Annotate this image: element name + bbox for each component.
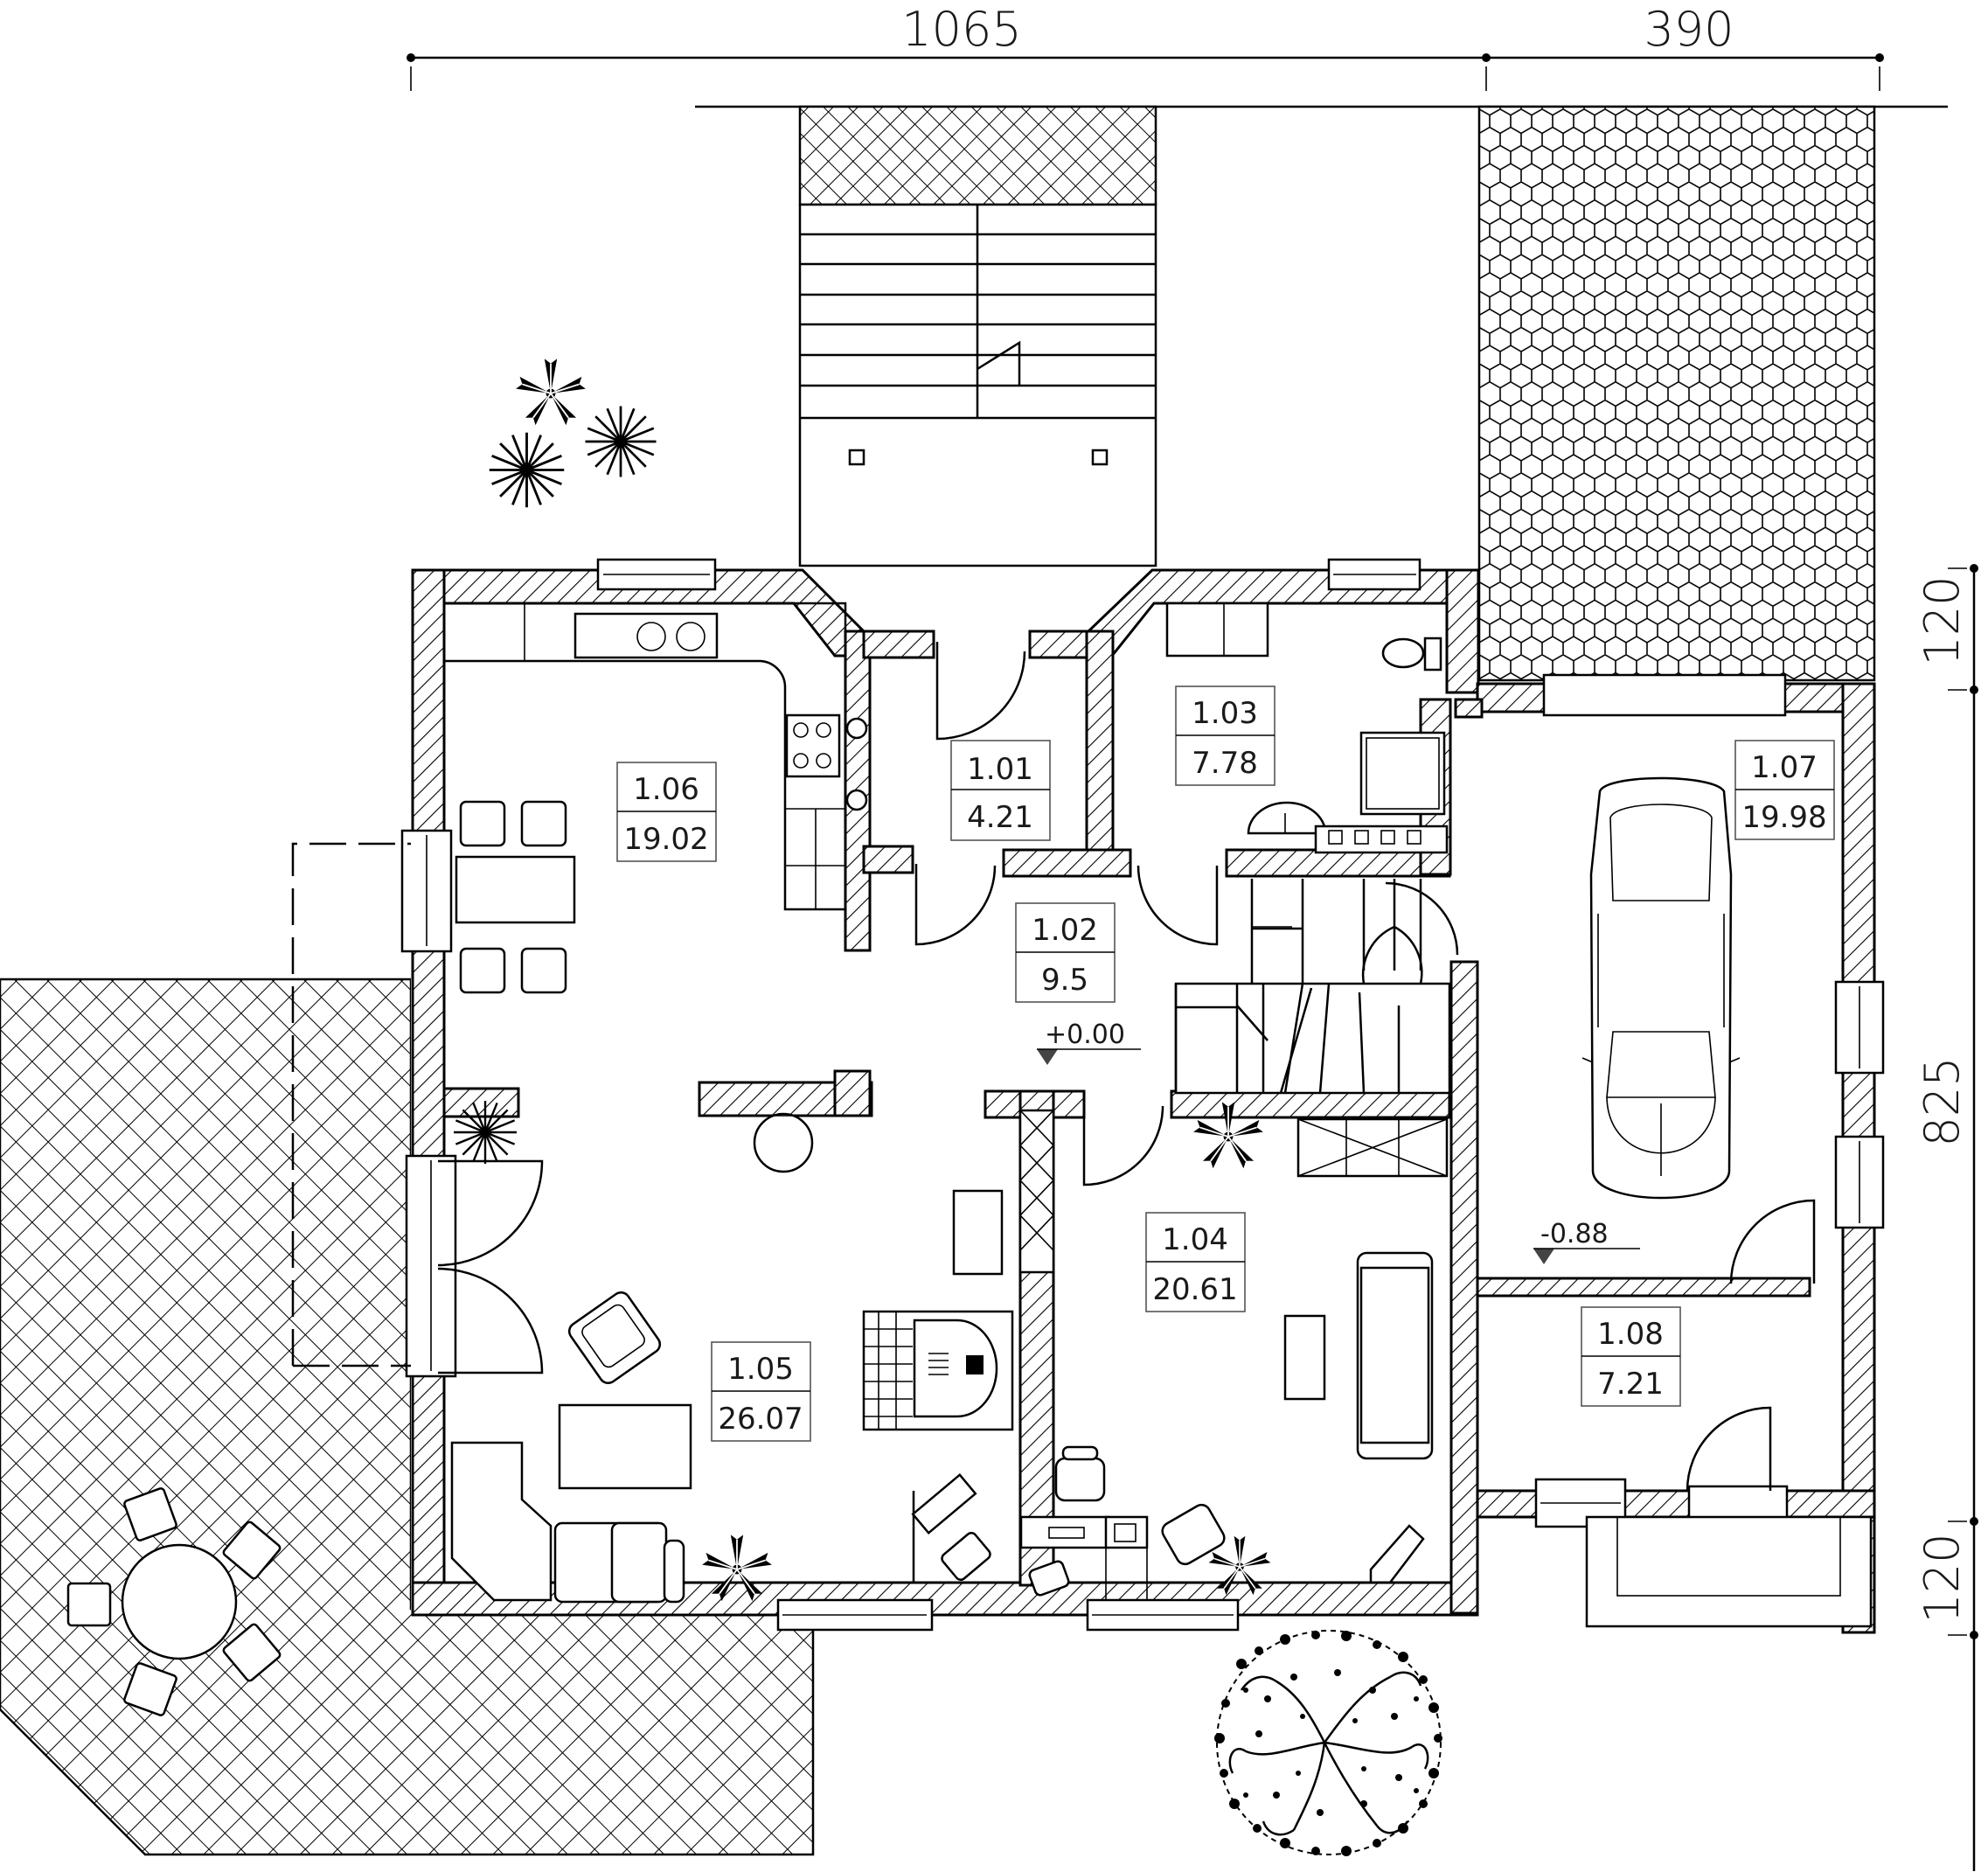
plant-icon	[452, 1099, 518, 1166]
svg-text:19.02: 19.02	[623, 822, 708, 857]
door-swing-icon	[1136, 865, 1219, 946]
chair-icon	[459, 800, 506, 847]
chair-icon	[520, 947, 567, 994]
room-label-106: 1.06 19.02	[616, 762, 717, 862]
chair-icon	[459, 947, 506, 994]
dim-right-120-top: 120	[1915, 575, 1970, 665]
room-label-105: 1.05 26.07	[711, 1341, 811, 1442]
entrance-steps	[798, 203, 1157, 567]
svg-text:1.01: 1.01	[967, 752, 1033, 787]
chair-icon	[123, 1487, 177, 1541]
level-marker-garage: -0.88	[1533, 1219, 1640, 1264]
room-label-101: 1.01 4.21	[950, 740, 1051, 841]
sofa-icon	[450, 1441, 685, 1604]
door-swing-icon	[1686, 1406, 1772, 1492]
toilet-icon	[1381, 637, 1425, 669]
doors	[437, 642, 1816, 1492]
entrance-paving	[798, 105, 1157, 206]
svg-text:1.05: 1.05	[727, 1352, 794, 1387]
plant-icon	[584, 405, 657, 478]
bathroom-fixtures	[1165, 602, 1449, 854]
chair-icon	[1054, 1445, 1106, 1502]
armchair	[567, 1291, 662, 1385]
table-icon	[558, 1403, 692, 1490]
chair-icon	[123, 1662, 177, 1716]
chair-icon	[66, 1582, 112, 1627]
chair-icon	[222, 1521, 282, 1580]
door-swing-icon	[1729, 1199, 1816, 1284]
dim-right-120-bottom: 120	[1915, 1533, 1970, 1623]
svg-text:26.07: 26.07	[718, 1402, 803, 1437]
svg-text:1.02: 1.02	[1032, 913, 1098, 948]
svg-text:7.21: 7.21	[1597, 1367, 1664, 1402]
svg-text:1.04: 1.04	[1162, 1222, 1228, 1257]
svg-text:1.06: 1.06	[633, 772, 699, 807]
room-label-103: 1.03 7.78	[1175, 685, 1276, 786]
dimension-lines	[407, 53, 1978, 1871]
door-swing-icon	[437, 1159, 544, 1267]
svg-text:1.08: 1.08	[1597, 1317, 1664, 1352]
svg-text:4.21: 4.21	[967, 800, 1033, 835]
door-swing-icon	[437, 1267, 544, 1374]
svg-text:19.98: 19.98	[1741, 800, 1826, 835]
table-icon	[1283, 1314, 1326, 1401]
room-104-fixtures	[1019, 1251, 1434, 1601]
stove-icon	[785, 713, 841, 778]
level-marker-icon	[1533, 1249, 1554, 1264]
door-swing-icon	[914, 864, 997, 946]
kitchen-fixtures	[291, 602, 868, 1367]
garage-rear-step	[1585, 1515, 1873, 1628]
shower-icon	[1359, 731, 1446, 816]
driveway-paving	[1477, 105, 1876, 682]
level-marker-hall: +0.00	[1037, 1020, 1141, 1065]
tree-icon	[1214, 1630, 1442, 1856]
svg-text:1.03: 1.03	[1192, 696, 1258, 731]
window-icon	[1542, 673, 1787, 717]
room-labels: 1.01 4.21 1.02 9.5 1.03 7.78 1.04 20.61 …	[616, 685, 1835, 1442]
chair-icon	[222, 1623, 282, 1682]
windows	[400, 558, 1885, 1632]
fireplace-icon	[862, 1310, 1014, 1431]
table-icon	[455, 855, 576, 924]
level-marker-icon	[1037, 1049, 1058, 1065]
car-icon	[1581, 776, 1741, 1200]
svg-text:20.61: 20.61	[1152, 1272, 1237, 1307]
sink-icon	[1247, 801, 1327, 835]
plant-icon	[488, 431, 566, 509]
dim-top-1065: 1065	[901, 2, 1021, 57]
room-label-107: 1.07 19.98	[1734, 740, 1835, 840]
terrace-furniture	[66, 1487, 282, 1716]
plant-icon	[515, 358, 587, 427]
room-label-102: 1.02 9.5	[1015, 902, 1116, 1003]
room-label-108: 1.08 7.21	[1581, 1306, 1681, 1407]
door-swing-icon	[1385, 881, 1459, 956]
svg-text:-0.88: -0.88	[1540, 1219, 1609, 1249]
table-icon	[121, 1543, 238, 1660]
svg-text:+0.00: +0.00	[1045, 1020, 1125, 1050]
chair-icon	[520, 800, 567, 847]
door-swing-icon	[935, 642, 1026, 741]
door-swing-icon	[1082, 1105, 1164, 1187]
dim-top-390: 390	[1644, 2, 1734, 57]
dim-right-825: 825	[1915, 1056, 1970, 1146]
living-fixtures	[450, 1109, 1055, 1604]
svg-text:1.07: 1.07	[1751, 750, 1818, 785]
room-label-104: 1.04 20.61	[1145, 1212, 1246, 1312]
svg-text:9.5: 9.5	[1041, 963, 1088, 998]
svg-text:7.78: 7.78	[1192, 746, 1258, 781]
sink-icon	[573, 612, 719, 659]
stair-icon	[1174, 879, 1451, 1178]
